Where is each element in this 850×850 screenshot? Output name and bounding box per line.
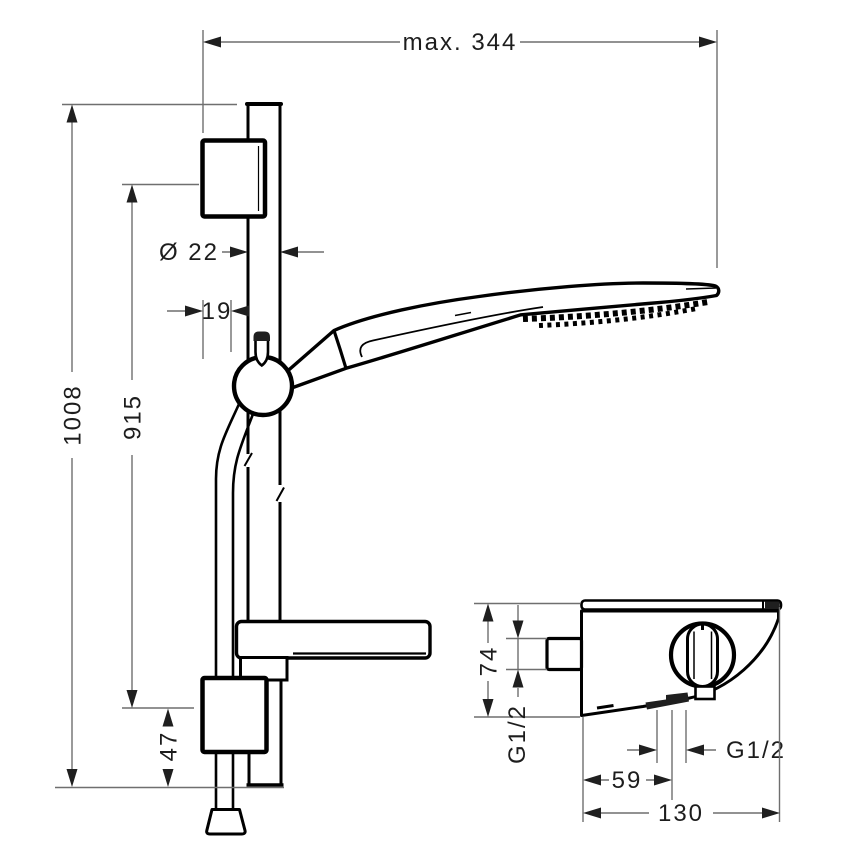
slide-bar-unit: [200, 102, 721, 836]
dim-valve-height-label: 74: [476, 646, 503, 677]
dim-outlet-offset-arrow-right: [654, 774, 672, 786]
hose-outer-line: [214, 403, 241, 811]
dim-outlet-thread-label: G1/2: [726, 737, 786, 764]
dim-outlet-offset-arrow-left: [583, 774, 601, 786]
dim-rail-offset-label: 19: [202, 298, 233, 325]
dim-valve-width-extension-lines: [582, 607, 781, 822]
wall-bracket-bottom: [200, 675, 269, 755]
dim-inlet-thread-label: G1/2: [504, 704, 531, 764]
valve-bottom-detail-dash: [596, 704, 614, 710]
holder-knob-stem: [254, 340, 270, 368]
valve-knob-grip: [686, 622, 719, 688]
dim-valve-width-label: 130: [658, 800, 704, 827]
dim-valve-width-arrow-left: [583, 807, 601, 819]
dim-total-height-arrow-top: [66, 104, 78, 123]
dim-rail-height-extension-lines: [122, 183, 199, 709]
soap-dish: [234, 619, 432, 682]
valve-top-plate-end: [765, 601, 780, 609]
dim-outlet-offset: 59: [583, 767, 672, 794]
dim-total-height-arrow-bottom: [66, 769, 78, 787]
dim-rail-height: 915: [120, 183, 199, 709]
dim-max-width-label: max. 344: [403, 29, 518, 56]
thermostat-valve: [545, 599, 783, 717]
hose-inner-line: [231, 413, 255, 811]
dim-rail-offset-arrow-left: [185, 305, 203, 317]
head-tip-contour: [685, 287, 717, 290]
dim-valve-height: 74: [474, 602, 580, 718]
dim-outlet-offset-label: 59: [612, 767, 643, 794]
dim-rail-height-arrow-bottom: [126, 690, 138, 708]
dim-total-height-label: 1008: [60, 384, 87, 445]
dim-valve-height-arrow-bottom: [482, 699, 494, 717]
dim-rail-height-arrow-top: [126, 184, 138, 203]
rail-left-break-mark: [243, 452, 253, 467]
dim-inlet-thread: G1/2: [504, 605, 547, 764]
dim-lower-offset-label: 47: [156, 731, 183, 762]
dim-rail-diameter-arrow-left: [230, 246, 248, 258]
shower-hose: [214, 403, 255, 811]
dim-max-width: max. 344: [202, 29, 718, 268]
dim-lower-offset-arrow-top: [162, 708, 174, 727]
dim-rail-offset-arrow-right: [231, 305, 249, 317]
nozzle-row-2: [538, 305, 700, 328]
dim-lower-offset: 47: [156, 708, 183, 787]
hand-shower-outline: [285, 281, 721, 390]
valve-outlet: [645, 692, 689, 710]
dim-lower-offset-arrow-bottom: [162, 769, 174, 787]
rail-right-edge: [278, 104, 283, 784]
dim-outlet-thread: G1/2: [627, 710, 786, 800]
dim-max-width-arrow-right: [699, 36, 717, 48]
dim-rail-height-label: 915: [120, 394, 147, 440]
dim-outlet-thread-arrow-right: [686, 744, 704, 756]
dim-outlet-thread-arrow-left: [639, 744, 657, 756]
dim-total-height: 1008: [55, 103, 284, 789]
hose-cone-end: [205, 808, 247, 836]
spray-nozzles-texture: [522, 298, 712, 328]
soap-dish-tray: [234, 619, 432, 660]
valve-knob-tab: [694, 685, 716, 701]
holder-knob-cap: [253, 331, 270, 341]
dim-valve-width-arrow-right: [762, 807, 780, 819]
valve-knob-grip-contours: [693, 631, 713, 679]
dim-rail-diameter-label: Ø 22: [159, 239, 219, 266]
dim-outlet-extension-lines: [656, 710, 687, 800]
dim-valve-height-arrow-top: [482, 603, 494, 622]
dim-valve-height-extension-lines: [474, 602, 580, 718]
valve-top-plate: [580, 599, 783, 611]
dim-total-height-extension-lines: [55, 103, 284, 789]
hand-shower: [285, 281, 721, 390]
dim-inlet-thread-arrow-bottom: [512, 669, 524, 688]
dim-rail-diameter: Ø 22: [159, 239, 324, 266]
dim-rail-offset-lines: [167, 300, 232, 359]
valve-inlet-connector: [545, 636, 584, 672]
nozzle-row-1: [522, 298, 712, 322]
valve-select-knob: [668, 621, 737, 701]
handle-joint-seam: [332, 329, 348, 369]
rail-right-break-mark: [275, 487, 285, 502]
handle-grip-contour: [359, 306, 544, 358]
dim-inlet-thread-arrow-top: [512, 620, 524, 639]
dim-inlet-thread-extension-lines: [506, 637, 547, 671]
wall-bracket-top: [200, 138, 268, 219]
dim-max-width-arrow-left: [203, 36, 221, 48]
holder-slider: [231, 331, 295, 418]
handle-detail-dash: [454, 311, 472, 317]
dim-rail-offset: 19: [167, 298, 249, 359]
dim-valve-width: 130: [582, 607, 781, 827]
dim-rail-diameter-arrow-right: [280, 246, 298, 258]
dim-max-width-extension-lines: [202, 30, 718, 268]
